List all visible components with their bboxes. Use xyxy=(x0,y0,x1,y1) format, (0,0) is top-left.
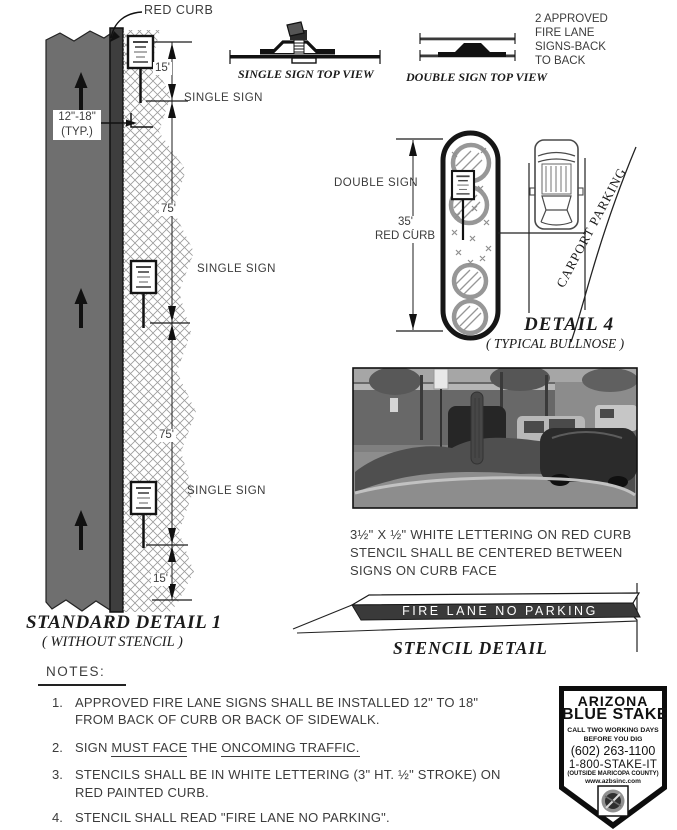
site-photo xyxy=(352,367,638,509)
note2-number: 2. xyxy=(52,740,63,755)
note2-line: SIGN MUST FACE THE ONCOMING TRAFFIC. xyxy=(75,740,360,757)
red-curb-label: RED CURB xyxy=(144,3,214,17)
approved-note-line: TO BACK xyxy=(535,55,586,67)
photo-frame xyxy=(352,367,638,509)
dim-label-red-curb: RED CURB xyxy=(373,230,438,244)
badge-tagline1: CALL TWO WORKING DAYS xyxy=(567,727,659,734)
double-sign-label: DOUBLE SIGN xyxy=(334,177,419,189)
badge-county-note: (OUTSIDE MARICOPA COUNTY) xyxy=(567,771,659,777)
note4-line1: STENCIL SHALL READ "FIRE LANE NO PARKING… xyxy=(75,810,390,825)
stencil-caption-line1: 3½" X ½" WHITE LETTERING ON RED CURB xyxy=(350,527,632,542)
standard-detail-1-drawing xyxy=(45,11,196,613)
dim-label-75-upper: 75' xyxy=(159,203,178,217)
single-sign-label-3: SINGLE SIGN xyxy=(187,485,266,497)
badge-phone2: 1-800-STAKE-IT xyxy=(568,759,658,771)
note3-line1: STENCILS SHALL BE IN WHITE LETTERING (3"… xyxy=(75,767,501,782)
photo-tree xyxy=(582,368,637,392)
pavement-line xyxy=(296,620,638,634)
dim-label-75-lower: 75' xyxy=(157,429,176,443)
badge-phone1: (602) 263-1100 xyxy=(570,744,656,758)
stencil-title: STENCIL DETAIL xyxy=(393,638,548,658)
single-sign-top-view-icon xyxy=(229,21,381,64)
note1-number: 1. xyxy=(52,695,63,710)
photo-tree xyxy=(490,368,550,391)
stencil-text: FIRE LANE NO PARKING xyxy=(402,604,598,618)
offset-label-line2: (TYP.) xyxy=(61,126,93,138)
stencil-detail-drawing xyxy=(292,583,641,652)
note4-number: 4. xyxy=(52,810,63,825)
single-sign-label-1: SINGLE SIGN xyxy=(184,92,263,104)
sidewalk-hatch xyxy=(123,30,196,612)
offset-label-line1: 12"-18" xyxy=(58,111,96,123)
dim-label-35ft: 35' xyxy=(396,216,415,230)
detail1-subtitle: ( WITHOUT STENCIL ) xyxy=(42,634,183,650)
approved-note-line: SIGNS-BACK xyxy=(535,41,606,53)
note2-underlined-oncoming-traffic: ONCOMING TRAFFIC. xyxy=(221,740,360,757)
dim-label-15-top: 15' xyxy=(153,62,172,76)
badge-website: www.azbsinc.com xyxy=(585,778,641,785)
notes-heading: NOTES: xyxy=(38,664,126,686)
detail4-title: DETAIL 4 xyxy=(524,314,615,335)
badge-name-line1: ARIZONA xyxy=(577,693,649,709)
photo-curb-edge xyxy=(354,476,636,497)
note1-line1: APPROVED FIRE LANE SIGNS SHALL BE INSTAL… xyxy=(75,695,479,710)
circle-hatch xyxy=(453,150,483,331)
dimension-arrow xyxy=(409,140,417,156)
stencil-caption-line2: STENCIL SHALL BE CENTERED BETWEEN xyxy=(350,545,623,560)
red-curb-leader-line xyxy=(110,11,143,39)
approved-note-line: FIRE LANE xyxy=(535,27,595,39)
red-curb-strip xyxy=(109,27,124,613)
note3-number: 3. xyxy=(52,767,63,782)
approved-signs-note: 2 APPROVED FIRE LANE SIGNS-BACK TO BACK xyxy=(535,12,608,68)
dim-label-15-bottom: 15' xyxy=(151,573,170,587)
landscape-x-marks xyxy=(451,147,492,266)
photo-cactus xyxy=(470,391,484,465)
badge-tagline2: BEFORE YOU DIG xyxy=(583,736,643,743)
stencil-caption-line3: SIGNS ON CURB FACE xyxy=(350,563,497,578)
fire-lane-sign-icon xyxy=(129,259,158,295)
offset-tick xyxy=(130,113,153,128)
leader-arrowhead-icon xyxy=(110,31,120,42)
note2-text: THE xyxy=(187,740,222,755)
fire-lane-sign-icon xyxy=(450,169,476,201)
road-edge-curve xyxy=(570,146,637,343)
double-sign-top-view-icon xyxy=(419,33,516,61)
dimension-arrow xyxy=(409,314,417,330)
note2-text: SIGN xyxy=(75,740,112,755)
curb-front-face xyxy=(351,602,641,621)
gutter-line xyxy=(292,604,353,630)
blue-stake-badge-shape xyxy=(559,686,667,829)
detail1-title: STANDARD DETAIL 1 xyxy=(26,612,222,633)
note2-underlined-must-face: MUST FACE xyxy=(111,740,188,757)
double-top-view-caption: DOUBLE SIGN TOP VIEW xyxy=(406,70,548,84)
offset-label: 12"-18" (TYP.) xyxy=(53,110,101,140)
single-top-view-caption: SINGLE SIGN TOP VIEW xyxy=(238,67,374,81)
approved-note-line: 2 APPROVED xyxy=(535,13,608,25)
note3-line2: RED PAINTED CURB. xyxy=(75,785,209,800)
fire-lane-sign-icon xyxy=(129,480,158,516)
fire-lane-sign-icon xyxy=(126,34,155,70)
car-top-view xyxy=(529,139,584,230)
detail4-subtitle: ( TYPICAL BULLNOSE ) xyxy=(486,336,625,351)
badge-name-line2: BLUE STAKE xyxy=(562,706,669,723)
dimension-arrows xyxy=(168,43,176,600)
note1-line2: FROM BACK OF CURB OR BACK OF SIDEWALK. xyxy=(75,712,380,727)
photo-sign xyxy=(433,368,449,390)
photo-tree xyxy=(369,368,421,395)
single-sign-label-2: SINGLE SIGN xyxy=(197,263,276,275)
